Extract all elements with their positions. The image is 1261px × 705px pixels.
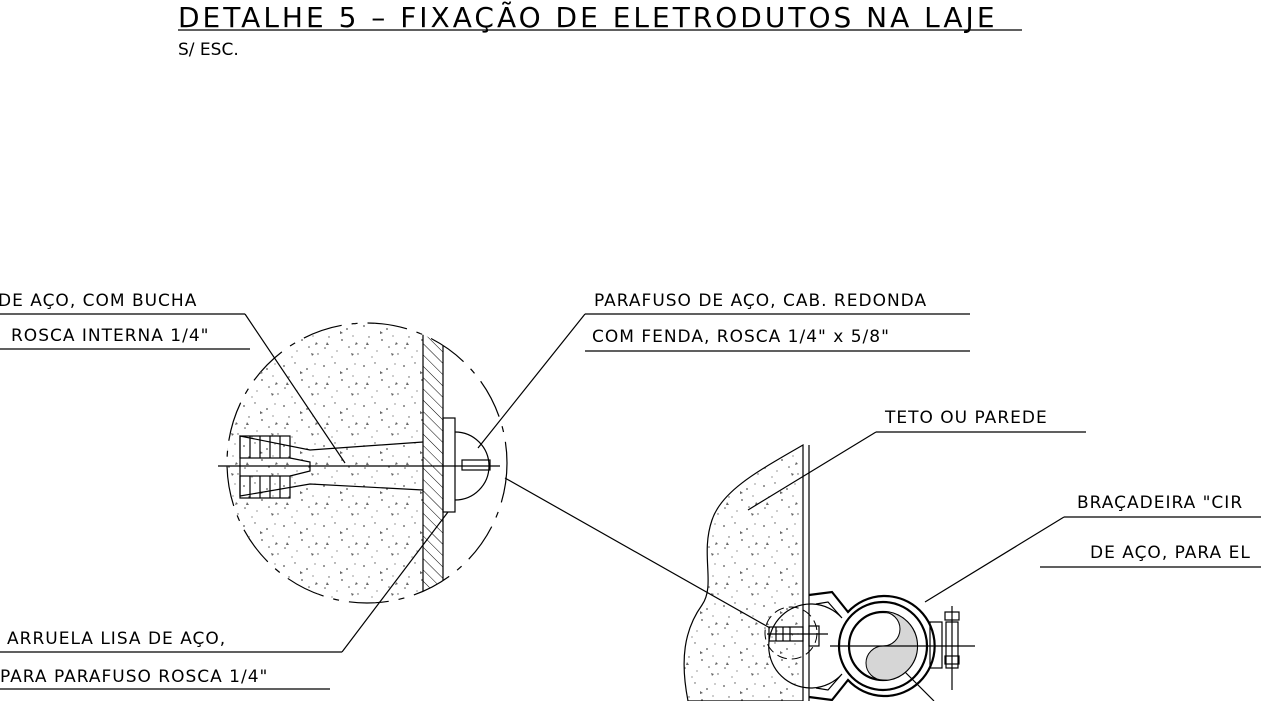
leader-washer [341, 511, 449, 653]
leader-conduit [904, 671, 935, 702]
detail-enlargement [218, 322, 508, 604]
screw-head [442, 417, 491, 513]
wall-face-hatch [422, 323, 444, 603]
ceiling-slab [683, 443, 804, 702]
annotations: DE AÇO, COM BUCHA ROSCA INTERNA 1/4" PAR… [0, 291, 1261, 702]
leader-clamp [924, 516, 1065, 603]
label-screw-2: COM FENDA, ROSCA 1/4" x 5/8" [592, 327, 890, 347]
label-anchor-1: DE AÇO, COM BUCHA [0, 291, 197, 311]
label-clamp-1: BRAÇADEIRA "CIR [1077, 493, 1243, 513]
label-washer-2: PARA PARAFUSO ROSCA 1/4" [0, 667, 268, 687]
label-screw-1: PARAFUSO DE AÇO, CAB. REDONDA [594, 291, 927, 311]
label-ceiling: TETO OU PAREDE [884, 408, 1048, 428]
leader-detail-link [504, 477, 771, 629]
leader-anchor [244, 313, 346, 464]
leader-screw [477, 313, 586, 449]
ceiling-section [683, 443, 975, 702]
drawing-title: DETALHE 5 – FIXAÇÃO DE ELETRODUTOS NA LA… [178, 1, 998, 34]
callout-circle [764, 606, 818, 660]
scale-note: S/ ESC. [178, 40, 239, 60]
small-anchor [767, 626, 828, 642]
label-clamp-2: DE AÇO, PARA EL [1090, 543, 1251, 563]
leader-ceiling [747, 431, 877, 511]
label-anchor-2: ROSCA INTERNA 1/4" [11, 326, 209, 346]
label-washer-1: ARRUELA LISA DE AÇO, [7, 629, 226, 649]
concrete-section [227, 323, 423, 603]
